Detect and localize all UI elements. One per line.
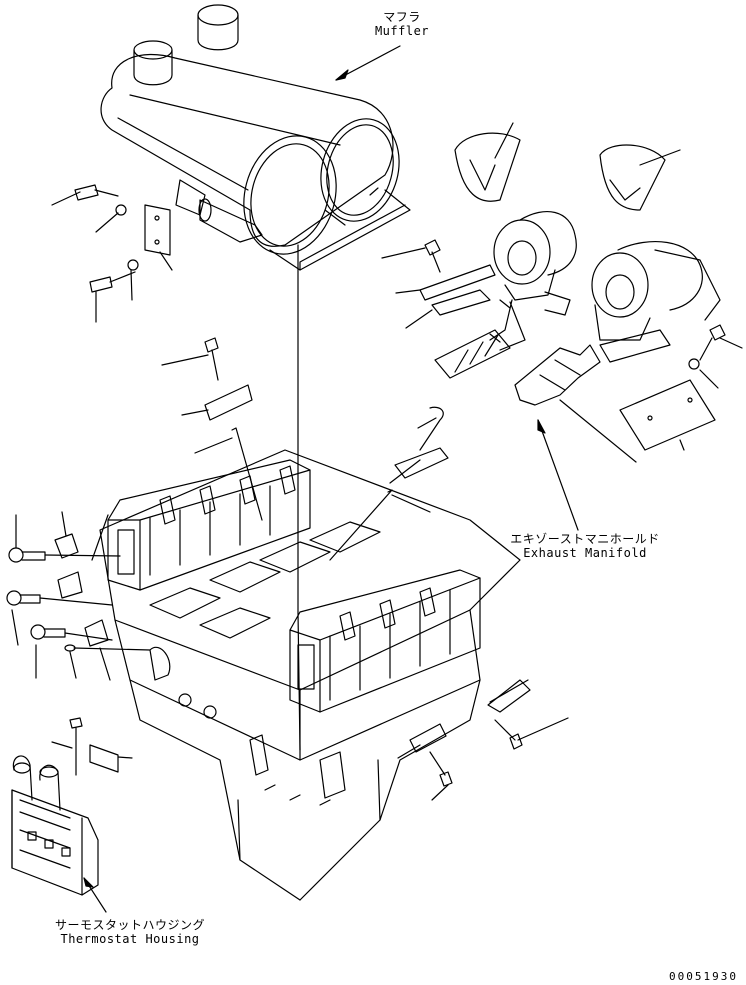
turbo-bolts-gaskets: [381, 239, 496, 329]
turbocharger-left: [454, 132, 577, 341]
muffler-label-ja: マフラ: [383, 10, 421, 24]
exhaust-manifold-label-ja: エキゾーストマニホールド: [510, 532, 660, 546]
exhaust-manifold-label: エキゾーストマニホールド Exhaust Manifold: [500, 532, 670, 560]
thermostat-housing-part: [11, 717, 133, 896]
muffler-part: [100, 4, 411, 271]
turbocharger-right: [591, 144, 721, 341]
engine-block: [99, 449, 521, 901]
muffler-bracket-bolts: [51, 184, 173, 323]
exhaust-manifold-part: [434, 301, 671, 406]
muffler-label-en: Muffler: [374, 24, 430, 38]
exhaust-manifold-label-en: Exhaust Manifold: [523, 546, 647, 560]
drawing-number: 00051930: [669, 970, 738, 983]
side-bolts-right: [397, 679, 569, 801]
heat-shield-right: [559, 324, 743, 463]
thermostat-housing-label-en: Thermostat Housing: [60, 932, 200, 946]
thermostat-housing-label-ja: サーモスタットハウジング: [54, 918, 205, 932]
muffler-label: マフラ Muffler: [352, 10, 452, 38]
thermostat-housing-label: サーモスタットハウジング Thermostat Housing: [40, 918, 220, 946]
manifold-leader-line: [537, 419, 579, 531]
mid-clips-bolts: [161, 337, 449, 561]
side-bolts-left: [6, 511, 151, 681]
